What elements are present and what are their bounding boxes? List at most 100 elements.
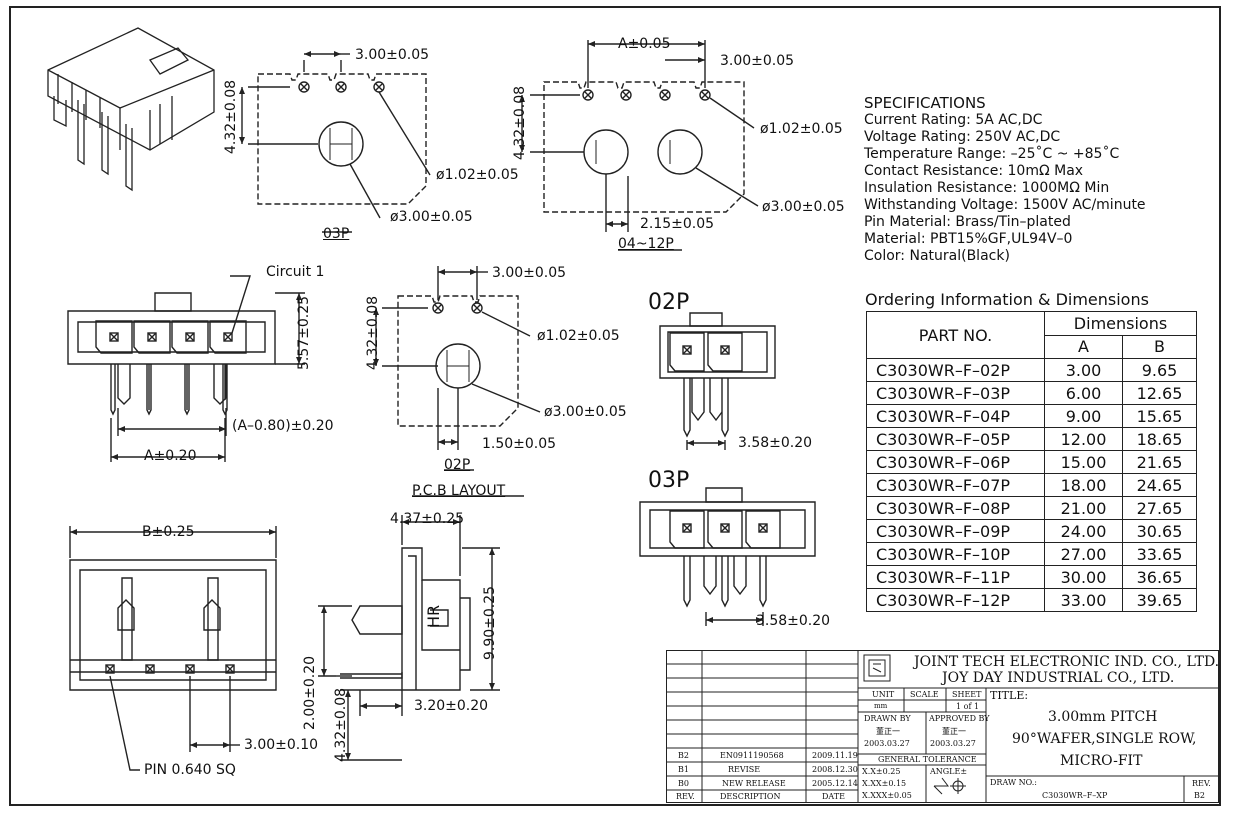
spec-line: Current Rating: 5A AC,DC (864, 112, 1043, 128)
revision-rev: B2 (678, 751, 689, 760)
label-circuit-1: Circuit 1 (266, 264, 325, 280)
dim-a-020: A±0.20 (144, 448, 197, 464)
dim-b-cell: 33.65 (1122, 542, 1197, 566)
dim-b-cell: 9.65 (1122, 358, 1197, 382)
drawn-by-name: 董正一 (876, 727, 900, 736)
dim-b-cell: 15.65 (1122, 404, 1197, 428)
dim-pitch-bottom: 3.00±0.10 (244, 737, 319, 753)
header-b: B (1122, 334, 1197, 359)
dim-pitch-04: 3.00±0.05 (720, 53, 795, 69)
sheet-value: 1 of 1 (956, 702, 980, 711)
iso-connector-view (47, 27, 215, 192)
dim-b-cell: 24.65 (1122, 473, 1197, 497)
sheet-label: SHEET (952, 690, 982, 699)
dim-a-04: A±0.05 (618, 36, 671, 52)
front-view-connector (67, 275, 305, 462)
general-tolerance: GENERAL TOLERANCE (878, 755, 977, 764)
dim-height-02p: 4.32±0.08 (365, 295, 381, 370)
revision-date: 2005.12.14 (812, 779, 858, 788)
label-side-02p: 02P (648, 290, 690, 315)
revision-rev: B0 (678, 779, 689, 788)
unit-label: UNIT (872, 690, 895, 699)
header-description: DESCRIPTION (720, 792, 781, 801)
hr-marking: HR (424, 604, 443, 628)
pcb-layout-04-12p (519, 40, 759, 251)
rev-label: REV. (1192, 779, 1211, 788)
dim-b-025: B±0.25 (142, 524, 195, 540)
dim-b-cell: 30.65 (1122, 519, 1197, 543)
dim-a-cell: 27.00 (1044, 542, 1123, 566)
dim-a-cell: 3.00 (1044, 358, 1123, 382)
dim-height-200: 2.00±0.20 (302, 655, 318, 730)
part-number-cell: C3030WR–F–12P (866, 588, 1045, 612)
dim-width-150: 1.50±0.05 (482, 436, 557, 452)
header-a: A (1044, 334, 1123, 359)
spec-line: Withstanding Voltage: 1500V AC/minute (864, 197, 1146, 213)
dim-a-minus: (A–0.80)±0.20 (232, 418, 334, 434)
pcb-layout-03p (239, 51, 431, 233)
label-04-12p: 04~12P (618, 236, 674, 252)
drawing-title-3: MICRO-FIT (1060, 753, 1143, 769)
rev-value: B2 (1194, 791, 1205, 800)
title-block-grid (666, 650, 1219, 803)
section-view-connector (318, 515, 500, 761)
drawing-frame (9, 6, 1221, 806)
part-number-cell: C3030WR–F–04P (866, 404, 1045, 428)
side-view-02p (659, 312, 776, 450)
part-number-cell: C3030WR–F–08P (866, 496, 1045, 520)
dim-b-cell: 12.65 (1122, 381, 1197, 405)
dim-pitch-03p: 3.00±0.05 (355, 47, 430, 63)
approved-date: 2003.03.27 (930, 739, 976, 748)
spec-line: Color: Natural(Black) (864, 248, 1010, 264)
dim-hole-small-03p: ø1.02±0.05 (436, 167, 519, 183)
dim-a-cell: 30.00 (1044, 565, 1123, 589)
title-block: JOINT TECH ELECTRONIC IND. CO., LTD. JOY… (666, 650, 1219, 803)
drawing-title-2: 90°WAFER,SINGLE ROW, (1012, 731, 1197, 747)
part-number-cell: C3030WR–F–06P (866, 450, 1045, 474)
spec-line: Temperature Range: –25˚C ~ +85˚C (864, 146, 1120, 162)
title-label: TITLE: (990, 689, 1029, 702)
specifications-block: SPECIFICATIONS Current Rating: 5A AC,DC … (864, 95, 1146, 265)
part-number-cell: C3030WR–F–07P (866, 473, 1045, 497)
unit-value: mm (874, 702, 888, 710)
dim-height-990: 9.90±0.25 (482, 585, 498, 660)
dim-hole-large-02p: ø3.00±0.05 (544, 404, 627, 420)
revision-rev: B1 (678, 765, 689, 774)
spec-line: Contact Resistance: 10mΩ Max (864, 163, 1084, 179)
part-number-cell: C3030WR–F–02P (866, 358, 1045, 382)
label-side-03p: 03P (648, 468, 690, 493)
label-03p: 03P (323, 226, 350, 242)
revision-date: 2009.11.19 (812, 751, 858, 760)
dim-358-02p: 3.58±0.20 (738, 435, 813, 451)
approved-by-name: 董正一 (942, 727, 966, 736)
dim-a-cell: 9.00 (1044, 404, 1123, 428)
dim-b-cell: 27.65 (1122, 496, 1197, 520)
drawn-date: 2003.03.27 (864, 739, 910, 748)
part-number-cell: C3030WR–F–10P (866, 542, 1045, 566)
company-name-1: JOINT TECH ELECTRONIC IND. CO., LTD. (914, 654, 1220, 670)
approved-by-label: APPROVED BY (929, 714, 990, 723)
revision-desc: EN0911190568 (720, 751, 784, 760)
part-number-cell: C3030WR–F–11P (866, 565, 1045, 589)
label-pcb-layout: P.C.B LAYOUT (412, 483, 506, 499)
header-part-no: PART NO. (866, 311, 1045, 359)
dim-b-cell: 36.65 (1122, 565, 1197, 589)
spec-line: Insulation Resistance: 1000MΩ Min (864, 180, 1110, 196)
draw-no: C3030WR–F–XP (1042, 791, 1108, 800)
dim-height-432-side: 4.32±0.08 (333, 687, 349, 762)
dim-width-320: 3.20±0.20 (414, 698, 489, 714)
spec-line: Voltage Rating: 250V AC,DC (864, 129, 1061, 145)
part-number-cell: C3030WR–F–03P (866, 381, 1045, 405)
spec-line: Pin Material: Brass/Tin–plated (864, 214, 1071, 230)
dim-b-cell: 21.65 (1122, 450, 1197, 474)
dim-a-cell: 12.00 (1044, 427, 1123, 451)
